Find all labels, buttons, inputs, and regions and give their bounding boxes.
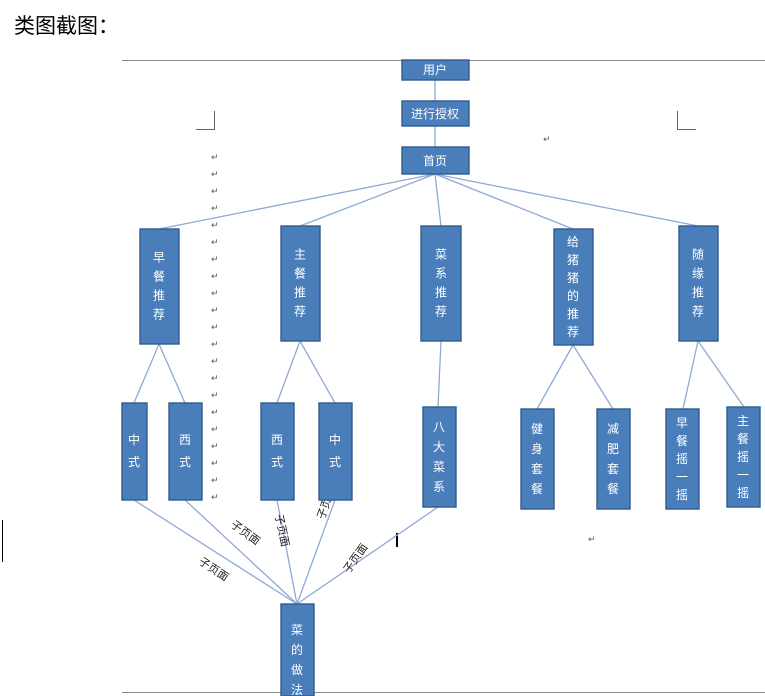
edge-home-main: [299, 173, 436, 227]
page-corner-mark-left: [196, 111, 215, 130]
node-recipe: 菜的做法: [280, 603, 315, 696]
svg-text:↵: ↵: [211, 238, 219, 248]
svg-text:早餐摇一摇: 早餐摇一摇: [676, 416, 688, 502]
edge-pig-diet: [572, 344, 614, 410]
edge-cuisine-eight: [437, 340, 442, 408]
node-auth: 进行授权: [401, 100, 470, 127]
node-cuisine: 菜系推荐: [420, 225, 462, 342]
node-main-shake: 主餐摇一摇: [726, 406, 761, 508]
svg-text:↵: ↵: [211, 476, 219, 486]
svg-text:减肥套餐: 减肥套餐: [607, 422, 619, 496]
edge-chinese2-recipe: [296, 499, 336, 605]
svg-text:用户: 用户: [423, 62, 447, 77]
text-cursor-left: [2, 520, 3, 562]
svg-text:↵: ↵: [211, 187, 219, 197]
edge-random-bshake: [682, 340, 699, 410]
edges: [133, 80, 745, 605]
svg-text:↵: ↵: [211, 323, 219, 333]
edge-label: 子页面: [228, 518, 262, 548]
node-pig: 给猪猪的推荐: [553, 228, 594, 346]
node-user: 用户: [401, 59, 470, 81]
svg-text:↵: ↵: [211, 289, 219, 299]
edge-breakfast-western: [158, 343, 186, 404]
paragraph-mark: ↵: [543, 135, 551, 145]
svg-text:↵: ↵: [211, 272, 219, 282]
svg-text:↵: ↵: [211, 357, 219, 367]
node-fitness-meal: 健身套餐: [520, 408, 555, 510]
edge-label: 子页面: [272, 513, 292, 548]
svg-text:↵: ↵: [211, 493, 219, 503]
edge-pig-fitness: [536, 344, 574, 410]
svg-text:菜系推荐: 菜系推荐: [435, 248, 447, 319]
svg-text:中式: 中式: [329, 432, 341, 469]
svg-text:给猪猪的推荐: 给猪猪的推荐: [567, 235, 579, 339]
node-western-2: 西式: [260, 402, 295, 501]
text-ibeam-cursor: [396, 533, 398, 547]
svg-text:↵: ↵: [211, 204, 219, 214]
edge-western2-recipe: [276, 499, 298, 605]
svg-text:进行授权: 进行授权: [411, 106, 459, 121]
svg-text:↵: ↵: [211, 340, 219, 350]
svg-text:八大菜系: 八大菜系: [433, 420, 445, 494]
svg-text:↵: ↵: [211, 170, 219, 180]
node-chinese-2: 中式: [318, 402, 353, 501]
node-main: 主餐推荐: [280, 225, 321, 342]
svg-text:↵: ↵: [211, 408, 219, 418]
svg-text:首页: 首页: [423, 154, 447, 168]
node-diet-meal: 减肥套餐: [596, 408, 631, 510]
svg-text:健身套餐: 健身套餐: [531, 422, 543, 496]
page-corner-mark-right: [677, 111, 696, 130]
nodes: 用户 进行授权 首页 早餐推荐 主餐推荐 菜系推荐 给猪猪的推荐 随缘推荐: [121, 59, 761, 696]
edge-home-cuisine: [434, 173, 442, 227]
node-breakfast-shake: 早餐摇一摇: [665, 408, 700, 510]
edge-home-pig: [434, 173, 574, 230]
edge-home-random: [434, 173, 699, 227]
edge-chinese1-recipe: [133, 499, 298, 605]
svg-text:↵: ↵: [211, 425, 219, 435]
svg-text:↵: ↵: [211, 221, 219, 231]
paragraph-mark-column: ↵ ↵ ↵ ↵ ↵ ↵ ↵ ↵ ↵ ↵ ↵ ↵ ↵ ↵ ↵ ↵ ↵ ↵ ↵ ↵ ↵: [211, 153, 219, 503]
edge-breakfast-chinese: [133, 343, 160, 404]
node-chinese-1: 中式: [121, 402, 148, 501]
svg-text:随缘推荐: 随缘推荐: [692, 247, 704, 319]
svg-text:↵: ↵: [211, 255, 219, 265]
edge-main-western: [276, 340, 301, 404]
node-breakfast: 早餐推荐: [139, 228, 180, 345]
page-bottom-rule: [122, 692, 765, 693]
node-western-1: 西式: [168, 402, 203, 501]
node-home: 首页: [401, 146, 470, 175]
svg-text:↵: ↵: [211, 391, 219, 401]
svg-text:↵: ↵: [211, 306, 219, 316]
svg-text:↵: ↵: [211, 442, 219, 452]
svg-text:菜的做法: 菜的做法: [291, 623, 303, 696]
svg-text:西式: 西式: [179, 433, 191, 469]
edge-eight-recipe: [296, 506, 439, 605]
node-eight-cuisines: 八大菜系: [422, 406, 457, 508]
edge-label: 子页面: [341, 541, 371, 575]
svg-text:中式: 中式: [128, 432, 140, 469]
edge-home-breakfast: [158, 173, 436, 230]
svg-text:↵: ↵: [211, 374, 219, 384]
svg-text:主餐摇一摇: 主餐摇一摇: [737, 414, 749, 500]
svg-text:主餐推荐: 主餐推荐: [294, 248, 306, 319]
svg-text:↵: ↵: [211, 153, 219, 163]
svg-text:↵: ↵: [211, 459, 219, 469]
svg-text:西式: 西式: [271, 433, 283, 469]
page-heading: 类图截图：: [14, 14, 119, 38]
edge-main-chinese: [299, 340, 336, 404]
svg-text:早餐推荐: 早餐推荐: [153, 251, 165, 322]
node-random: 随缘推荐: [678, 225, 719, 342]
paragraph-mark: ↵: [588, 535, 596, 545]
edge-western1-recipe: [184, 499, 298, 605]
edge-random-mshake: [697, 340, 745, 408]
